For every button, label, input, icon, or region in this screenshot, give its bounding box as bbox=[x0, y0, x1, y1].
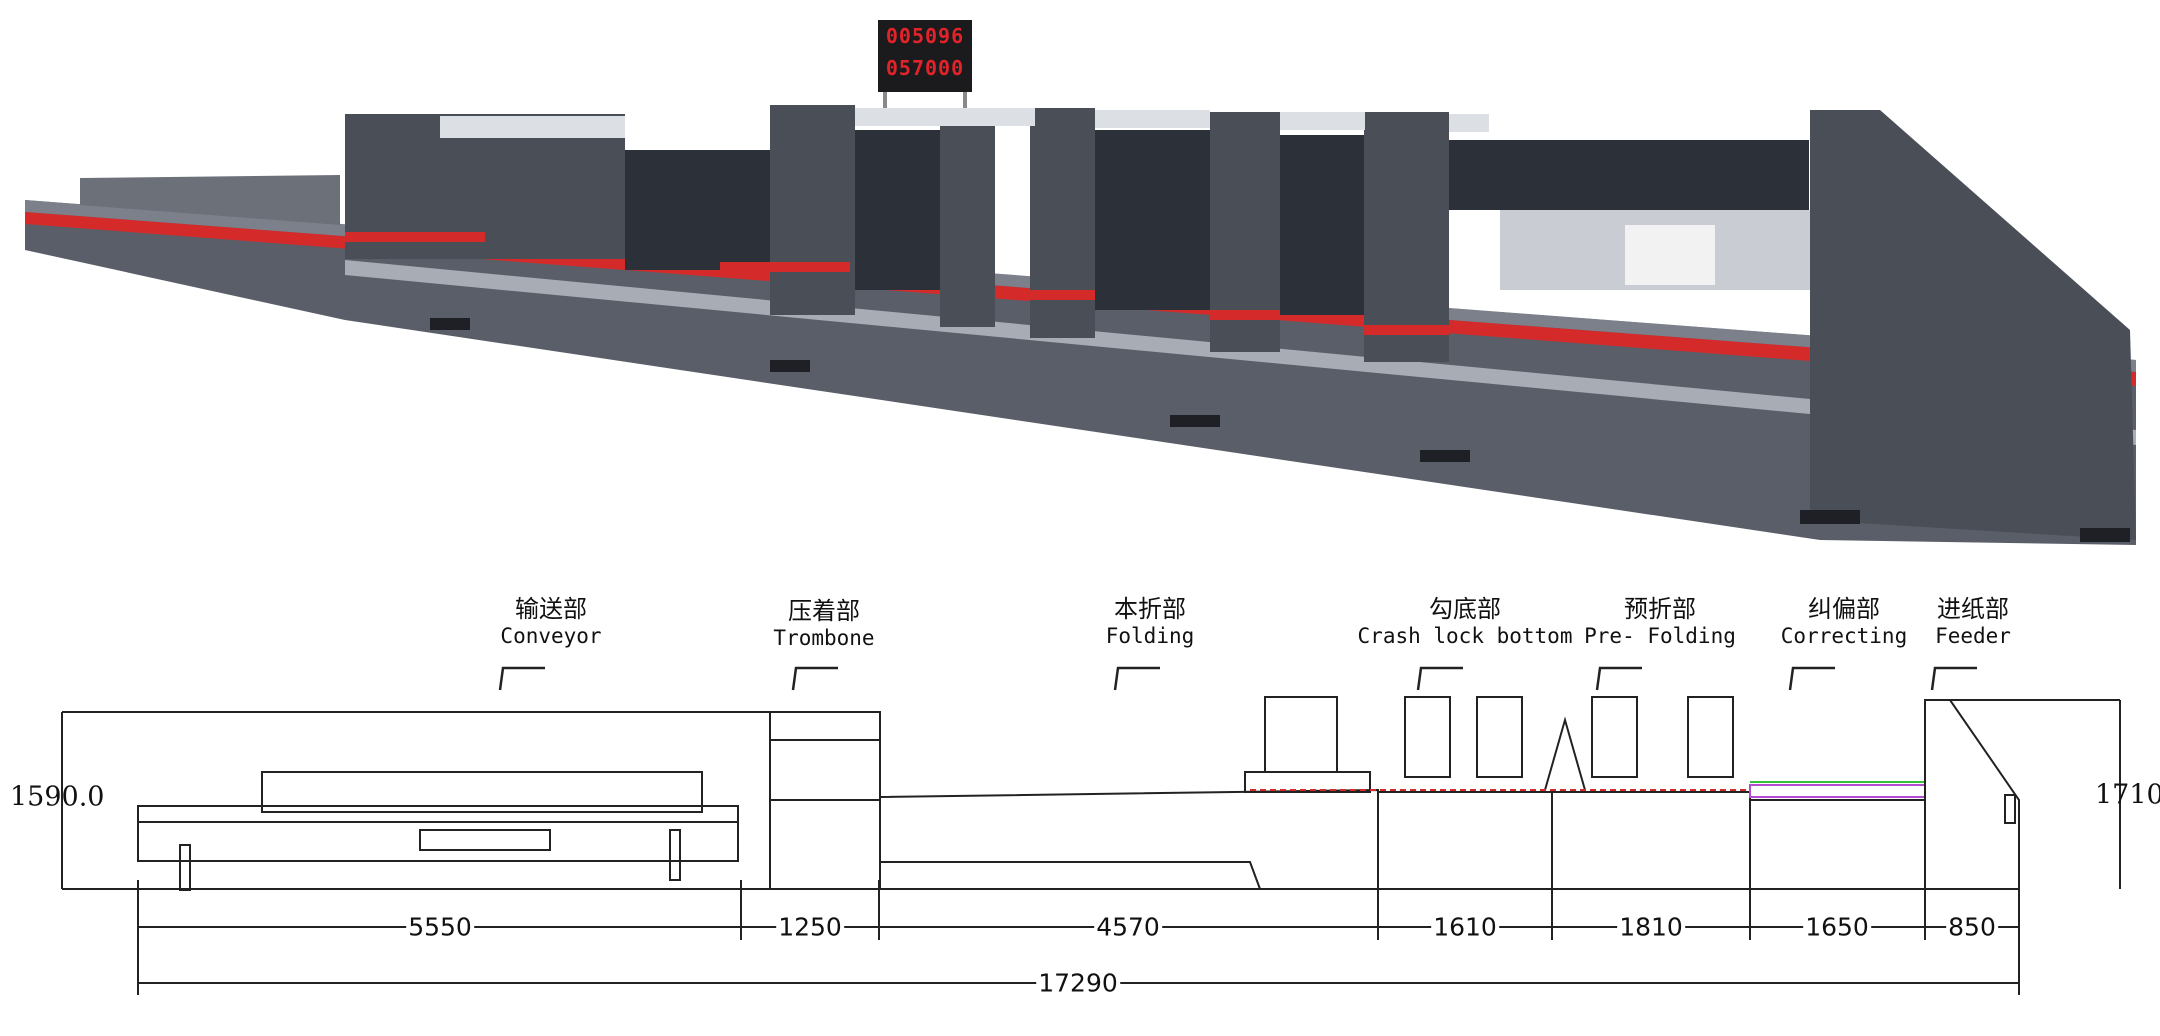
counter-line-2: 057000 bbox=[885, 56, 965, 80]
left-height-dimension: 1590.0 bbox=[10, 781, 105, 813]
counter-line-1: 005096 bbox=[885, 24, 965, 48]
right-height-dimension: 1710 bbox=[2095, 779, 2160, 811]
machine-photo bbox=[25, 20, 2136, 545]
counter-board bbox=[878, 20, 972, 92]
segment-dimension: 4570 bbox=[1094, 912, 1162, 942]
segment-dimension: 1610 bbox=[1431, 912, 1499, 942]
segment-dimension: 5550 bbox=[406, 912, 474, 942]
total-length-dimension: 17290 bbox=[1036, 968, 1120, 998]
segment-dimension: 1650 bbox=[1803, 912, 1871, 942]
segment-dimension: 850 bbox=[1946, 912, 1998, 942]
segment-dimension: 1810 bbox=[1617, 912, 1685, 942]
technical-drawing bbox=[61, 666, 2121, 995]
segment-dimension: 1250 bbox=[776, 912, 844, 942]
